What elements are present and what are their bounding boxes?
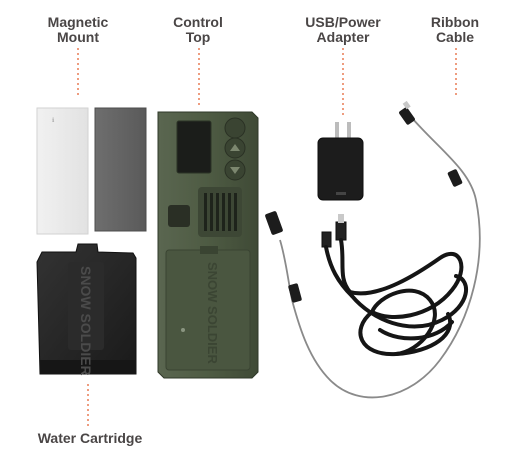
leader-lines — [77, 48, 457, 428]
cartridge-logo-text: SNOW SOLDIER — [78, 266, 94, 376]
screen-display — [176, 120, 212, 174]
svg-text:ℹ: ℹ — [52, 117, 55, 124]
water-cartridge-box: SNOW SOLDIER — [36, 243, 137, 376]
magnetic-mount-white-plate: ℹ — [36, 107, 89, 235]
label-control-top: Control Top — [173, 14, 223, 45]
label-water-cartridge: Water Cartridge — [37, 430, 143, 446]
magnetic-mount-gray-plate — [94, 107, 147, 232]
button-menu — [224, 117, 246, 139]
ribbon-cable — [265, 100, 481, 399]
device-logo-text: SNOW SOLDIER — [205, 262, 220, 364]
usb-power-adapter — [317, 122, 364, 201]
control-top-device: SNOW SOLDIER — [157, 111, 259, 379]
device-badge — [168, 205, 190, 227]
label-ribbon-cable: Ribbon Cable — [430, 14, 480, 45]
label-magnetic-mount: Magnetic Mount — [47, 14, 109, 45]
label-usb-power-adapter: USB/Power Adapter — [305, 14, 381, 45]
usb-cable — [321, 214, 468, 357]
